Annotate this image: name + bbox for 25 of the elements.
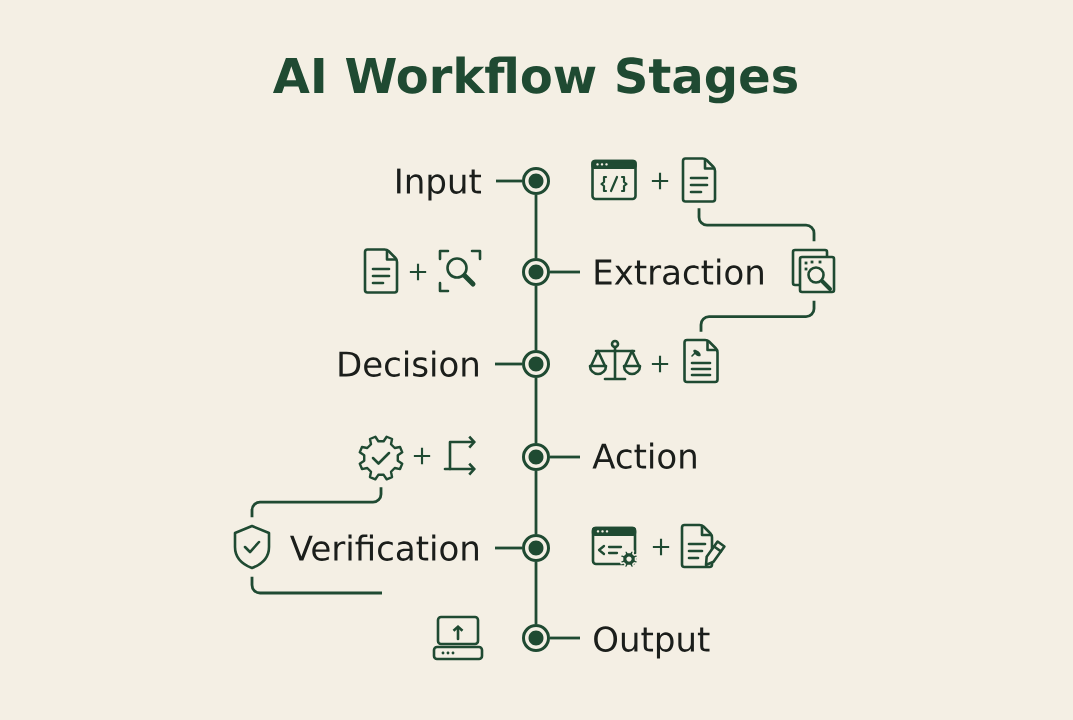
document-icon (681, 157, 717, 203)
stage-label: Extraction (595, 258, 763, 285)
document-icon (683, 338, 719, 384)
timeline-line (534, 378, 538, 443)
plus-sign: + (652, 538, 670, 556)
timeline-line (534, 562, 538, 624)
stage-label: Input (397, 168, 481, 201)
connector-line (496, 179, 522, 183)
connector-line (495, 362, 522, 366)
stage-label: Action (592, 442, 696, 469)
connector-line (550, 455, 580, 459)
timeline-line (534, 471, 538, 534)
stage-label: Output (594, 626, 710, 659)
plus-sign: + (409, 263, 427, 281)
shield-check-icon (233, 524, 271, 570)
document-search-icon (791, 248, 836, 294)
connector-line (495, 546, 522, 550)
timeline-line (534, 195, 538, 258)
gear-check-icon (358, 435, 404, 481)
title: AI Workflow Stages (273, 56, 797, 104)
connector-line (550, 636, 580, 640)
timeline-line (534, 286, 538, 350)
connector-line (550, 270, 580, 274)
stage-label: Verification (290, 534, 478, 561)
stage-label: Decision (339, 350, 478, 377)
